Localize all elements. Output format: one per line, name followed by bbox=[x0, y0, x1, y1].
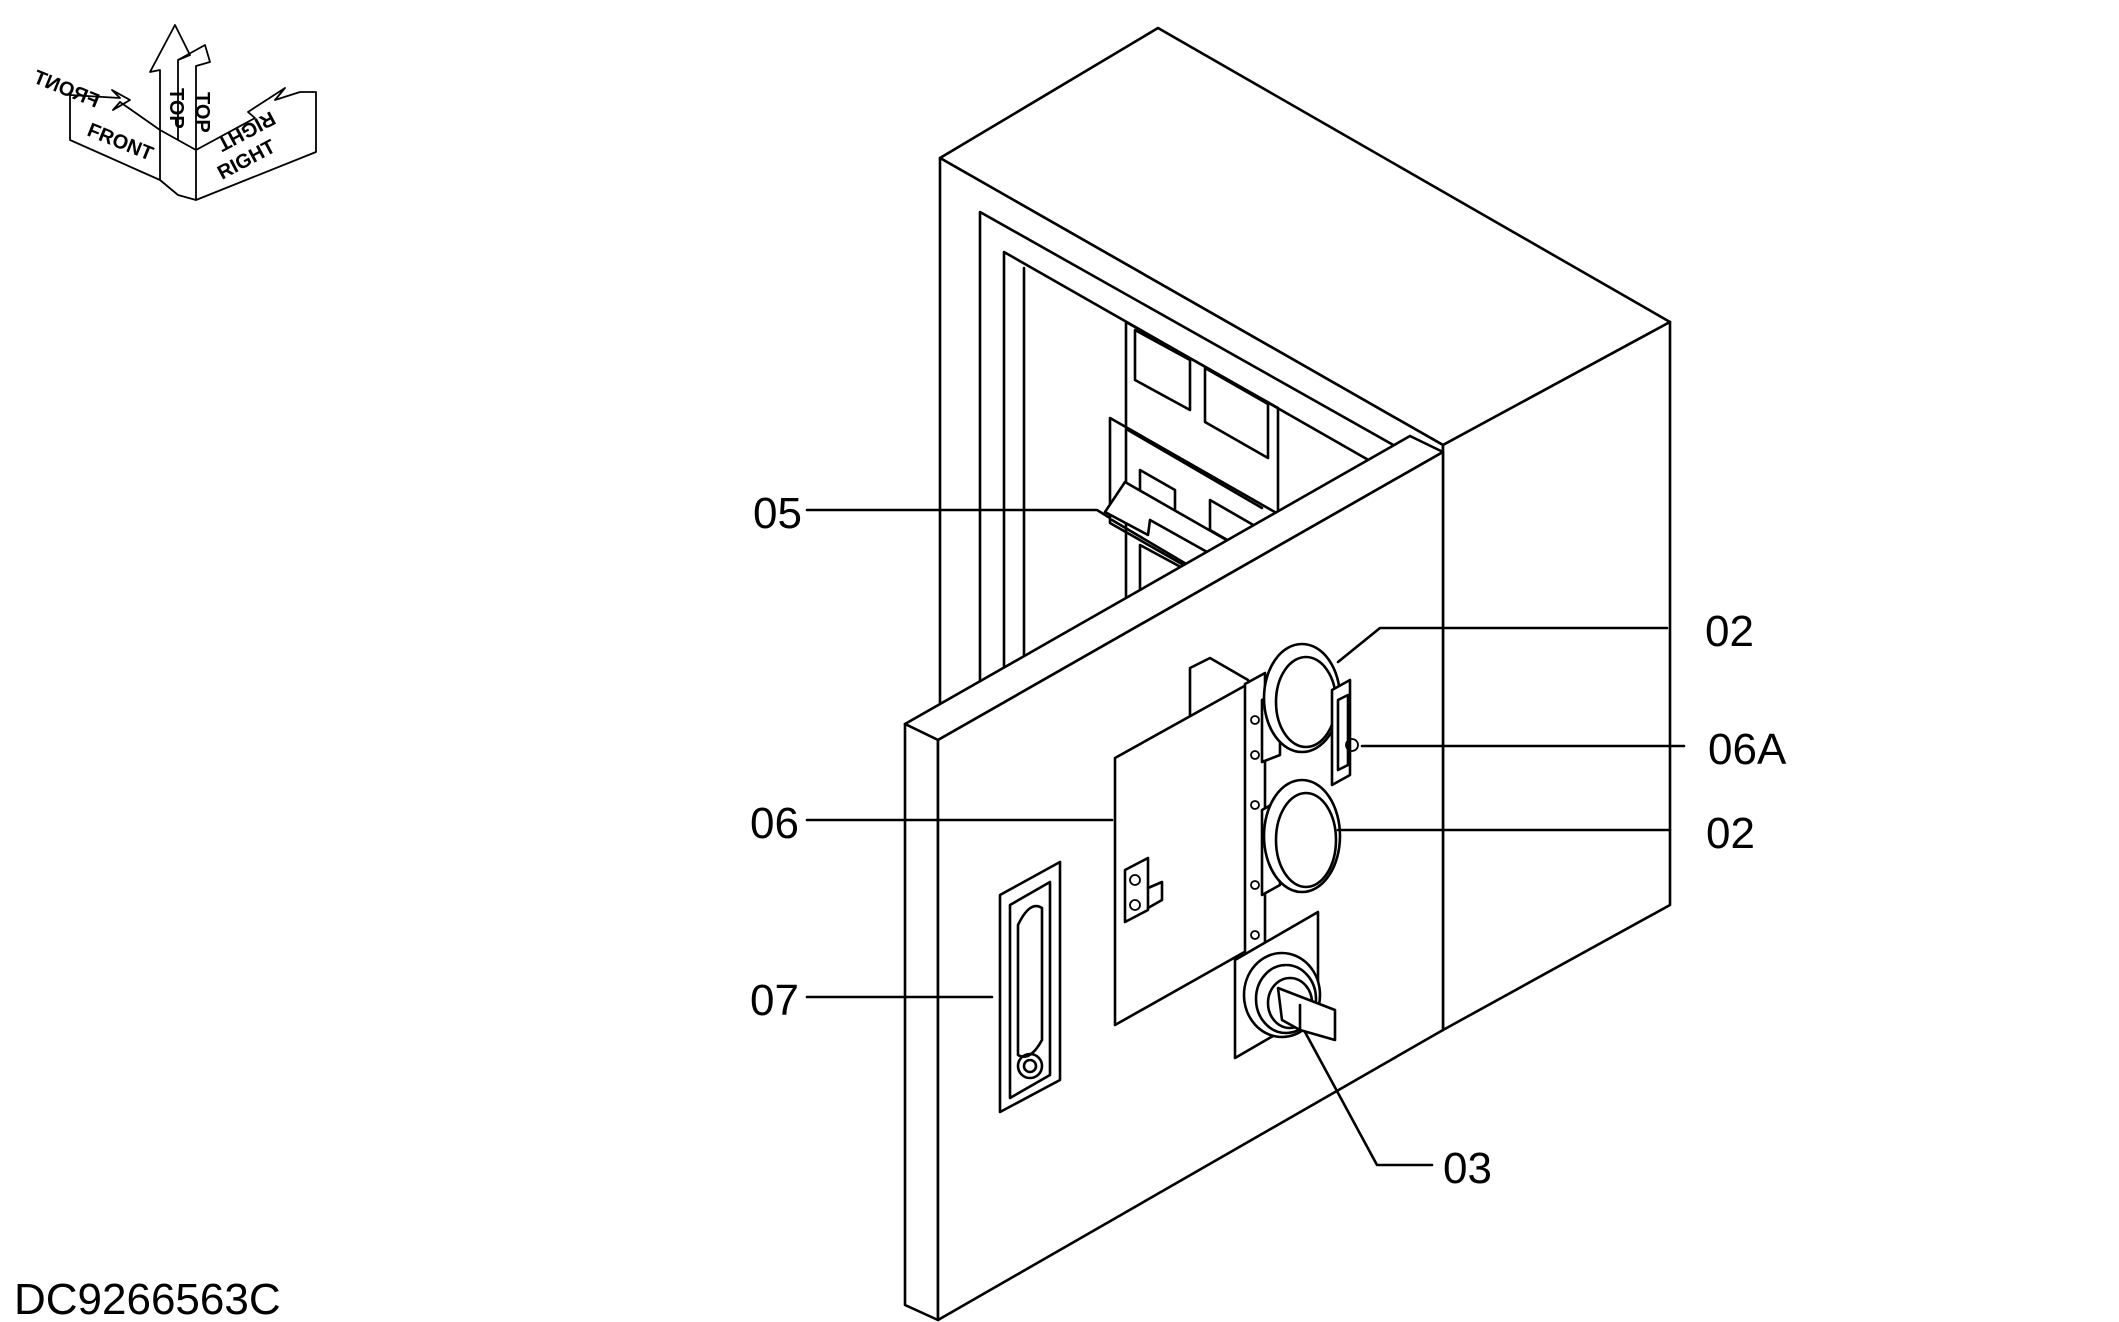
callout-labels: 05 02 06A 06 02 07 03 bbox=[750, 489, 1787, 1193]
front-label-mirrored: FRONT bbox=[30, 66, 102, 112]
callout-06: 06 bbox=[750, 799, 799, 848]
top-label: TOP bbox=[165, 88, 187, 129]
mounting-plate bbox=[1113, 656, 1267, 1027]
leader-lines bbox=[805, 508, 1686, 1167]
pilot-light-lower bbox=[1260, 778, 1342, 897]
callout-02-bottom: 02 bbox=[1706, 809, 1755, 858]
callout-05: 05 bbox=[753, 489, 802, 538]
callout-07: 07 bbox=[750, 976, 799, 1025]
leader-03 bbox=[1303, 1030, 1434, 1167]
relay-06A bbox=[1330, 678, 1359, 787]
callout-03: 03 bbox=[1443, 1144, 1492, 1193]
orientation-indicator: FRONT FRONT TOP TOP RIGHT RIGHT bbox=[30, 24, 317, 201]
leader-05 bbox=[805, 508, 1112, 520]
door-handle bbox=[998, 860, 1062, 1114]
callout-06A: 06A bbox=[1708, 725, 1787, 774]
selector-switch bbox=[1233, 910, 1337, 1060]
callout-02-top: 02 bbox=[1705, 607, 1754, 656]
front-label: FRONT bbox=[84, 119, 156, 165]
pilot-light-upper bbox=[1260, 642, 1342, 764]
top-label-rotated: TOP bbox=[191, 92, 213, 133]
leader-02-top bbox=[1336, 626, 1669, 664]
document-id: DC9266563C bbox=[14, 1275, 281, 1322]
